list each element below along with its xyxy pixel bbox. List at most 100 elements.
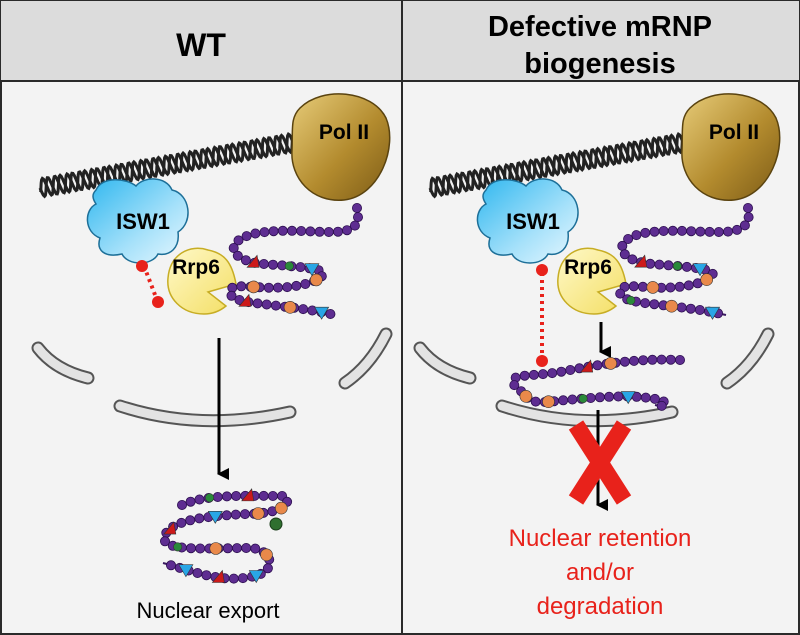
mrna-bead — [159, 536, 170, 547]
header-band — [1, 1, 799, 81]
mrna-bead — [686, 226, 697, 237]
mrna-bead — [226, 290, 237, 301]
mrna-bead — [258, 490, 269, 501]
mrna-bead — [300, 278, 311, 289]
mrna-bead — [665, 282, 676, 293]
mrna-bead — [676, 302, 687, 313]
mrna-bead — [654, 259, 665, 270]
mrna-marker — [248, 570, 264, 584]
mrna-bead — [638, 355, 649, 366]
mrna-bead — [259, 227, 270, 238]
mrna-bead — [192, 568, 203, 579]
mrna-marker — [246, 254, 260, 268]
mrna-bead — [594, 392, 605, 403]
mrna-bead — [538, 369, 549, 380]
mrna-marker — [626, 295, 636, 305]
defect-pol-ii-icon — [681, 93, 781, 201]
mrna-bead — [267, 490, 278, 501]
wt-caption: Nuclear export — [136, 598, 279, 623]
mrna-bead — [663, 260, 674, 271]
mrna-bead — [185, 515, 196, 526]
mrna-marker — [672, 261, 682, 271]
mrna-bead — [627, 254, 638, 265]
mrna-bead — [286, 225, 297, 236]
mrna-bead — [272, 282, 283, 293]
mrna-bead — [556, 366, 567, 377]
mrna-bead — [228, 242, 239, 253]
mrna-bead — [351, 202, 362, 213]
wt-panel: Pol II ISW1 Rrp6 Nuclear export — [31, 93, 393, 623]
mrna-bead — [233, 235, 244, 246]
mrna-bead — [228, 573, 239, 584]
mrna-bead — [656, 354, 667, 365]
mrna-bead — [221, 510, 232, 521]
mrna-bead — [212, 491, 223, 502]
mrna-bead — [704, 226, 715, 237]
mrna-bead — [665, 354, 676, 365]
mrna-marker — [580, 359, 594, 373]
wt-rrp6-label: Rrp6 — [172, 256, 220, 279]
defect-dotted-link — [536, 264, 548, 367]
mrna-bead — [530, 396, 541, 407]
mrna-marker — [274, 501, 288, 515]
mrna-marker — [665, 299, 678, 313]
mrna-bead — [165, 560, 176, 571]
wt-isw1-label: ISW1 — [116, 209, 170, 234]
mrna-bead — [237, 573, 248, 584]
mrna-bead — [623, 233, 634, 244]
mrna-bead — [677, 225, 688, 236]
mrna-bead — [231, 543, 242, 554]
defect-isw1-label: ISW1 — [506, 209, 560, 234]
mrna-bead — [241, 231, 252, 242]
mrna-marker — [173, 542, 183, 552]
mrna-bead — [314, 226, 325, 237]
mrna-bead — [732, 224, 743, 235]
mrna-marker — [646, 281, 660, 294]
mrna-bead — [352, 212, 363, 223]
mrna-bead — [250, 543, 261, 554]
mrna-bead — [195, 543, 206, 554]
defect-pol-ii-label: Pol II — [709, 121, 759, 144]
mrna-bead — [613, 391, 624, 402]
mrna-bead — [739, 220, 750, 231]
mrna-bead — [743, 202, 754, 213]
defect-retained-mrna-strand-icon — [509, 354, 686, 411]
mrna-bead — [695, 226, 706, 237]
mrna-bead — [637, 281, 648, 292]
wt-dotted-link — [136, 260, 164, 308]
defect-blocked-x-icon — [568, 420, 632, 505]
mrna-marker — [304, 263, 320, 277]
mrna-bead — [325, 308, 336, 319]
defect-nuclear-envelope — [413, 327, 775, 428]
mrna-marker — [241, 488, 255, 502]
mrna-bead — [267, 259, 278, 270]
mrna-bead — [270, 300, 281, 311]
wt-green-bead — [269, 517, 283, 531]
mrna-bead — [296, 225, 307, 236]
mrna-bead — [268, 226, 279, 237]
mrna-bead — [240, 255, 251, 266]
mrna-bead — [558, 395, 569, 406]
mrna-bead — [263, 282, 274, 293]
mrna-bead — [509, 380, 520, 391]
wt-isw1-icon — [86, 178, 189, 264]
defect-rrp6-label: Rrp6 — [564, 256, 612, 279]
mrna-bead — [619, 356, 630, 367]
mrna-bead — [258, 258, 269, 269]
mrna-bead — [305, 226, 316, 237]
mrna-bead — [615, 288, 626, 299]
mrna-bead — [231, 490, 242, 501]
mrna-bead — [631, 230, 642, 241]
wt-nascent-mrna-strand-icon — [226, 202, 363, 320]
mrna-bead — [640, 298, 651, 309]
mrna-marker — [283, 300, 297, 314]
mrna-bead — [291, 280, 302, 291]
mrna-bead — [222, 543, 233, 554]
mrna-marker — [209, 542, 223, 555]
mrna-bead — [185, 496, 196, 507]
mrna-bead — [640, 227, 651, 238]
mrna-bead — [349, 220, 360, 231]
